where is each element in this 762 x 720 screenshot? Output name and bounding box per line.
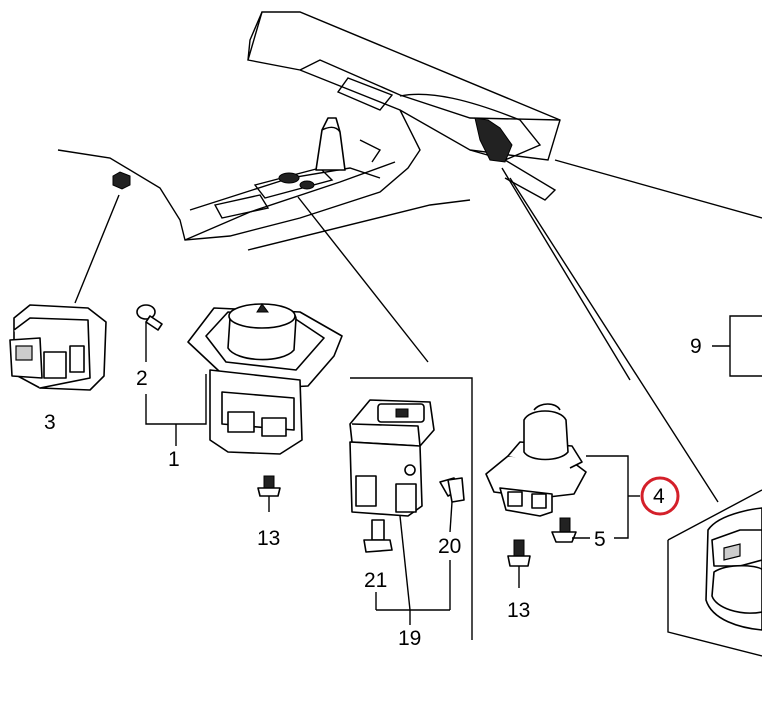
console-outline <box>57 11 762 251</box>
callout-1: 1 <box>168 448 180 471</box>
part-3-switch <box>9 304 107 391</box>
leader-lines <box>74 167 719 503</box>
knob-part <box>112 171 131 190</box>
part-2-screw <box>136 304 163 362</box>
part-13-screw-b <box>507 539 531 588</box>
bracket-9 <box>712 315 762 377</box>
bracket-19 <box>375 501 453 625</box>
callout-13-b: 13 <box>507 599 531 622</box>
part-20-clip <box>439 477 465 503</box>
frame-19 <box>350 377 473 640</box>
part-19-switch <box>349 399 435 517</box>
callout-13-a: 13 <box>257 527 281 550</box>
part-9-panel <box>667 489 762 657</box>
callout-9: 9 <box>690 335 702 358</box>
callout-21: 21 <box>364 569 388 592</box>
part-21-bulb <box>363 519 393 553</box>
part-13-screw-a <box>257 475 281 512</box>
part-5-screw <box>551 517 577 543</box>
bracket-1 <box>145 374 207 446</box>
callout-19: 19 <box>398 627 422 650</box>
callout-5: 5 <box>594 528 606 551</box>
part-1-switch <box>187 303 343 455</box>
highlight-circle <box>640 476 680 516</box>
bracket-4 <box>572 455 640 539</box>
callout-2: 2 <box>136 367 148 390</box>
callout-20: 20 <box>438 535 462 558</box>
callout-4: 4 <box>653 485 665 508</box>
part-4-switch <box>485 403 587 517</box>
callout-3: 3 <box>44 411 56 434</box>
